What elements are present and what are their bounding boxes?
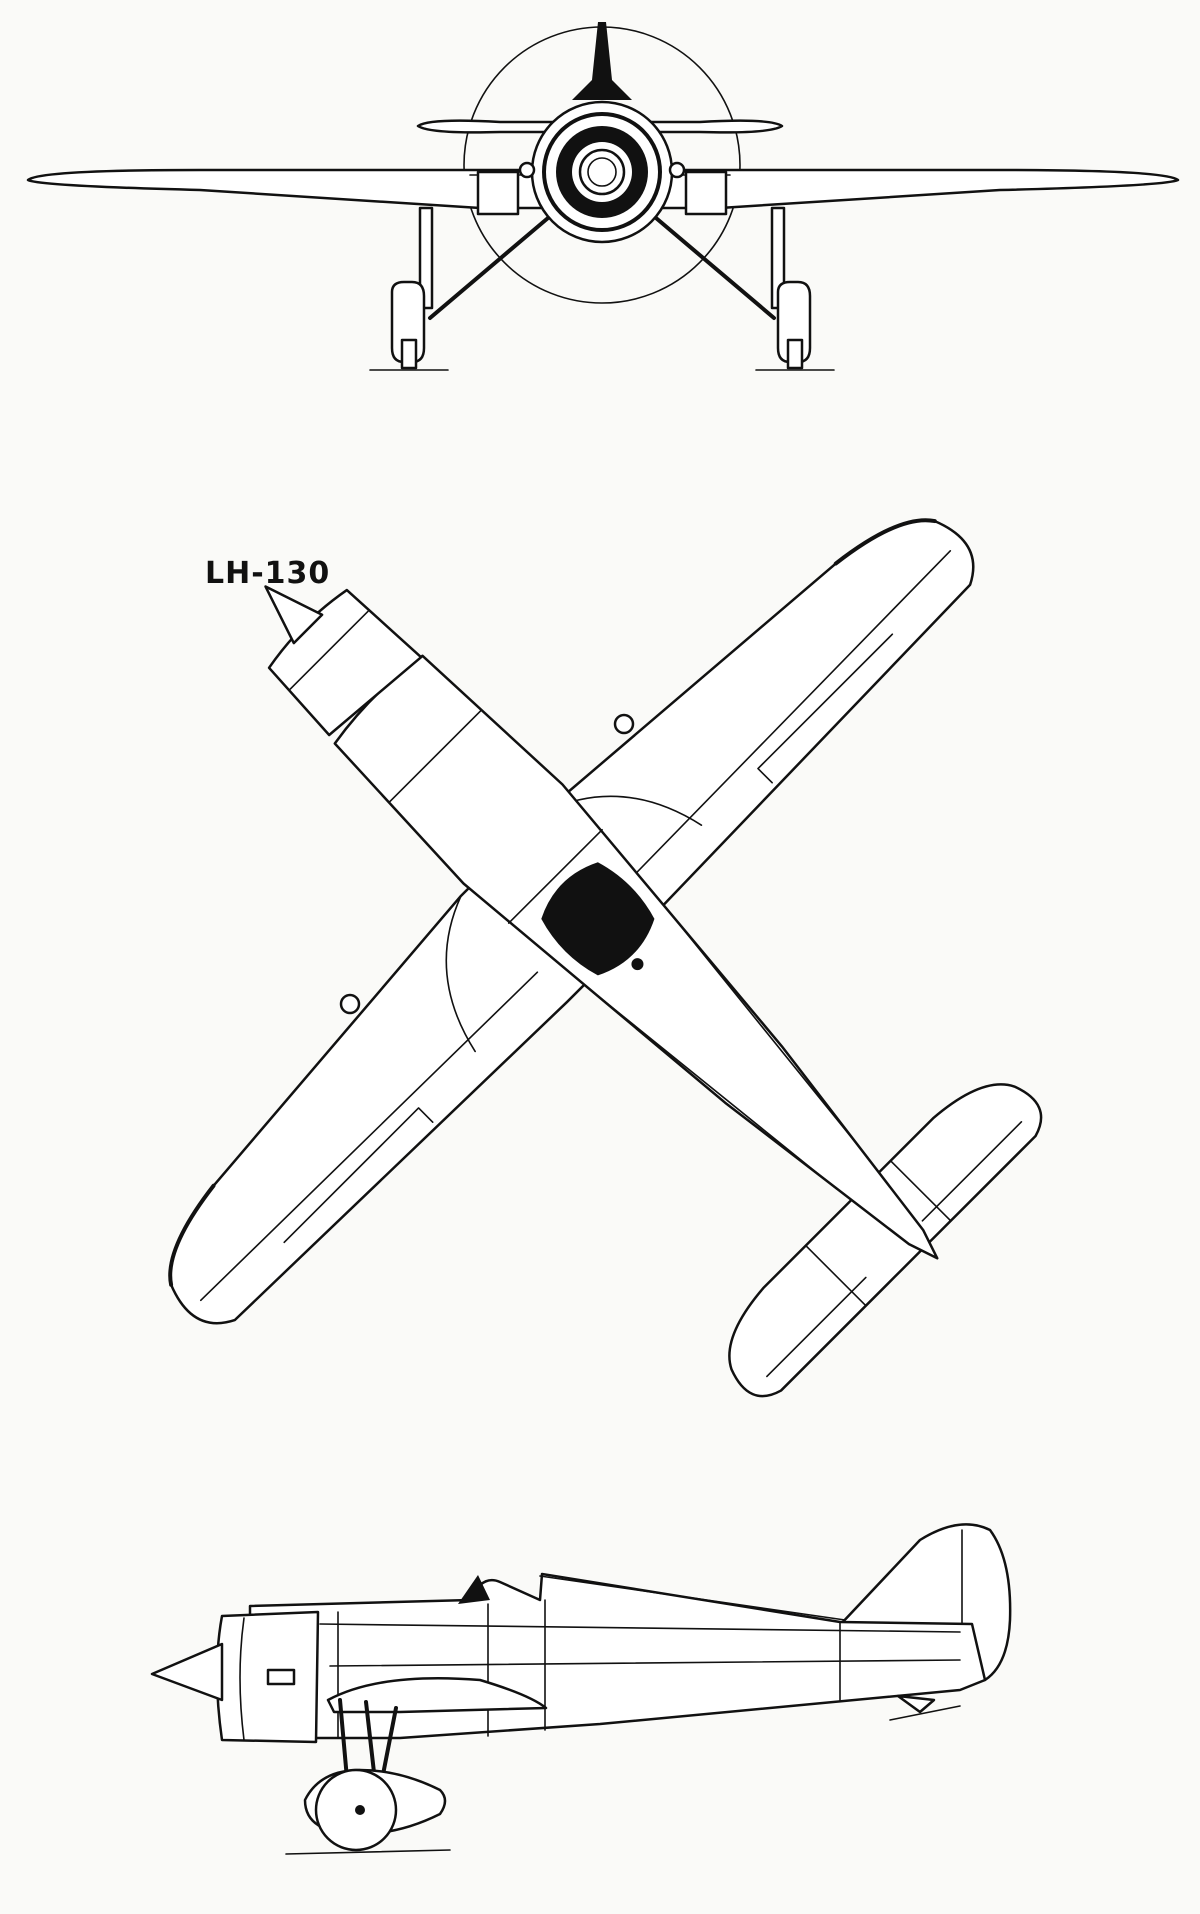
front-root-right xyxy=(684,170,728,216)
front-view xyxy=(26,22,1180,371)
front-gear-leg-left xyxy=(418,206,434,310)
plan-view xyxy=(168,518,1043,1398)
plan-tailplane xyxy=(728,1083,1043,1398)
side-view xyxy=(150,1523,1012,1855)
side-spinner xyxy=(150,1642,224,1702)
side-wing xyxy=(326,1676,548,1714)
front-root-left xyxy=(476,170,520,216)
aircraft-designation-label: LH-130 xyxy=(205,556,331,591)
side-windscreen xyxy=(458,1575,490,1604)
plan-cockpit xyxy=(541,862,655,976)
plan-spinner xyxy=(264,585,324,645)
front-fin xyxy=(572,22,632,100)
